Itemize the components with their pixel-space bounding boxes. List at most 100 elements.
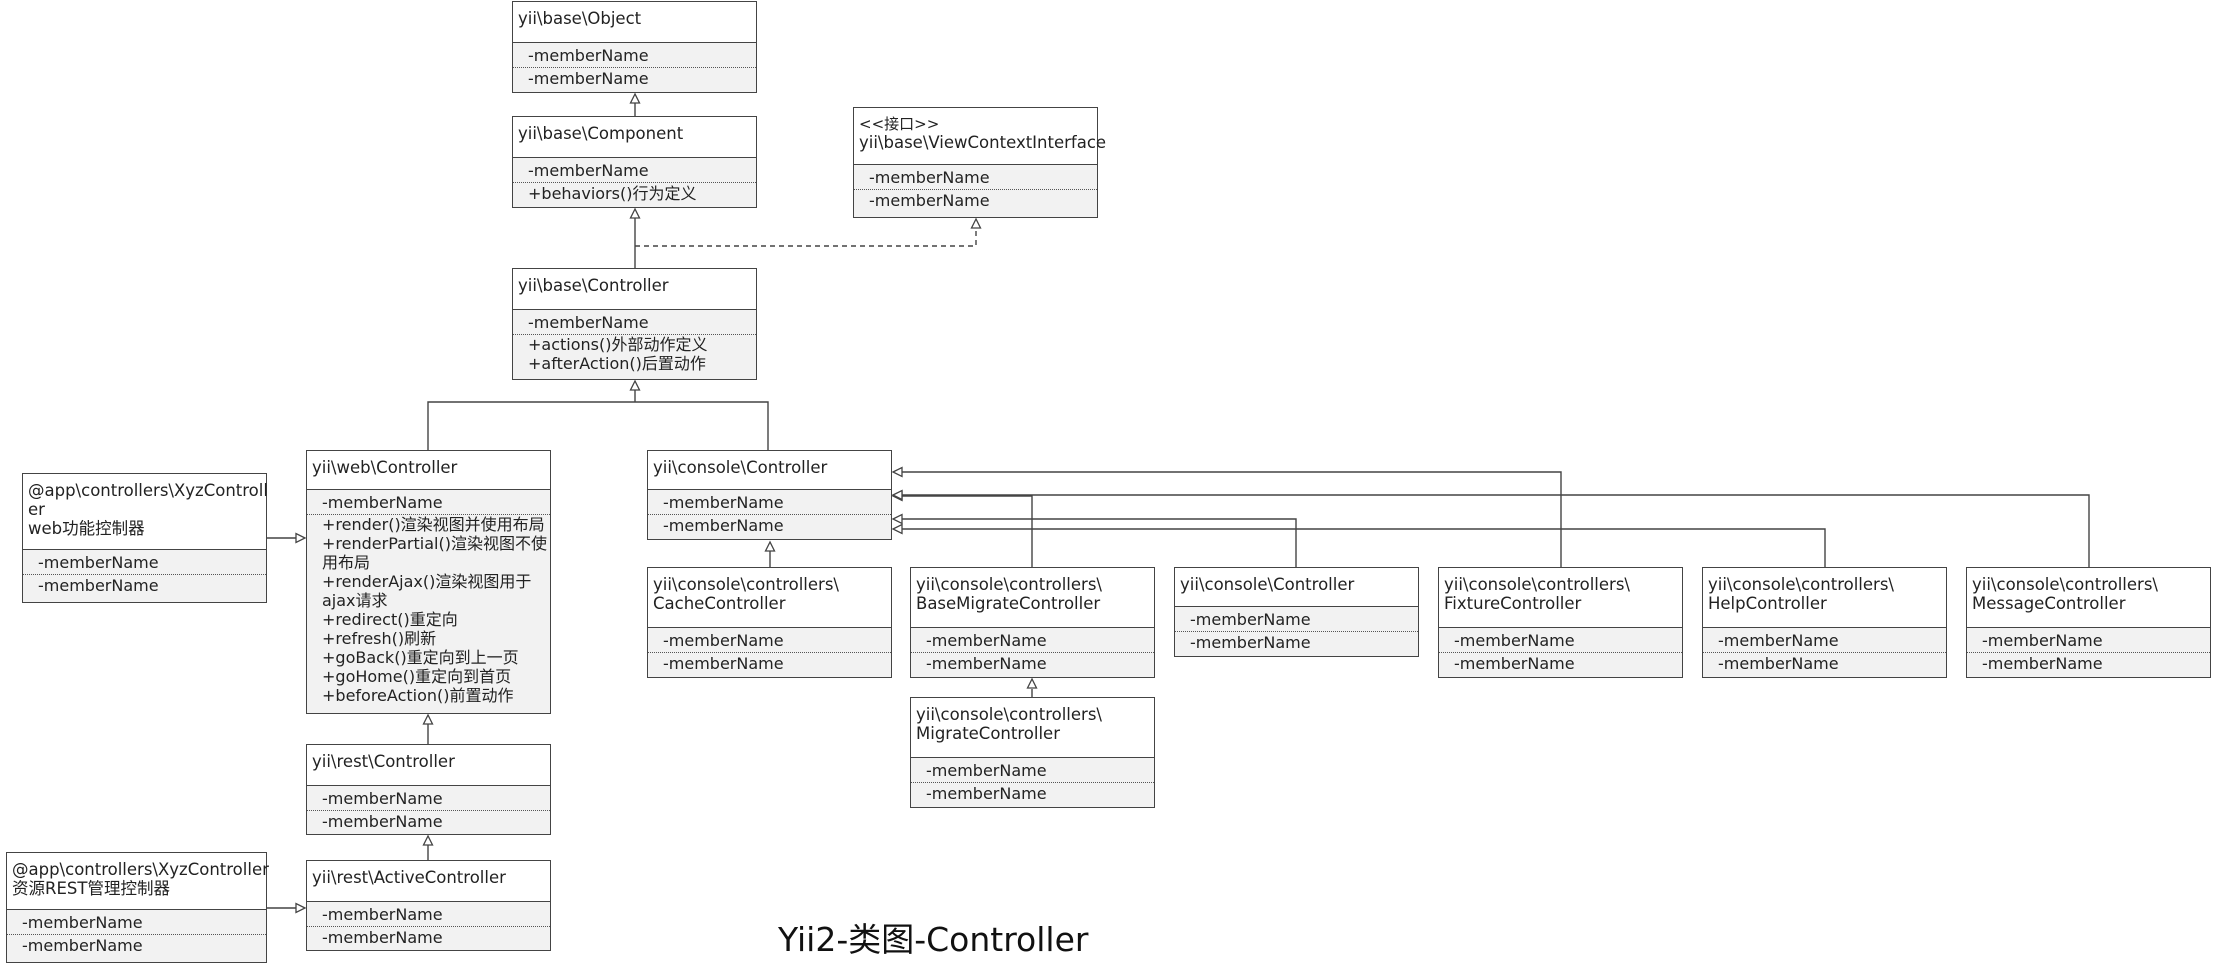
class-name: yii\console\Controller [653,458,828,477]
class-member: -memberName [1439,630,1682,653]
class-header: yii\console\controllers\ HelpController [1703,568,1946,613]
class-header: @app\controllers\XyzController 资源REST管理控… [7,853,269,898]
class-box-base-migrate-controller[interactable]: yii\console\controllers\ BaseMigrateCont… [910,567,1155,678]
class-members: -memberName-memberName [7,909,266,962]
class-member: -memberName [648,492,891,515]
class-box-rest-controller[interactable]: yii\rest\Controller -memberName-memberNam… [306,744,551,835]
class-box-message-controller[interactable]: yii\console\controllers\ MessageControll… [1966,567,2211,678]
class-member: -memberName [7,912,266,935]
class-members: -memberName+render()渲染视图并使用布局+renderPart… [307,489,550,713]
class-member: -memberName [513,45,756,68]
class-box-app-rest-controller[interactable]: @app\controllers\XyzController 资源REST管理控… [6,852,269,963]
class-member: -memberName [1454,654,1575,673]
class-box-console-controller[interactable]: yii\console\Controller -memberName-member… [647,450,892,540]
class-member: -memberName [926,784,1047,803]
class-header: yii\base\Controller [513,269,756,295]
class-member: -memberName [38,576,159,595]
class-name: yii\console\controllers\ MessageControll… [1972,575,2158,613]
class-header: yii\console\controllers\ BaseMigrateCont… [911,568,1154,613]
class-member: +actions()外部动作定义 [528,335,708,354]
class-name: yii\console\Controller [1180,575,1355,594]
class-members: -memberName+behaviors()行为定义 [513,157,756,207]
class-box-console-controller-2[interactable]: yii\console\Controller -memberName-member… [1174,567,1419,657]
class-box-web-controller[interactable]: yii\web\Controller -memberName+render()渲染… [306,450,551,714]
class-header: yii\console\controllers\ MessageControll… [1967,568,2210,613]
inherit-arrow-console-from-cache [764,540,776,552]
class-member: +redirect()重定向 [322,610,458,629]
class-box-rest-active-controller[interactable]: yii\rest\ActiveController -memberName-mem… [306,860,551,951]
inherit-arrow-console-from-help [891,523,903,535]
class-box-base-object[interactable]: yii\base\Object -memberName-memberName [512,1,757,93]
class-header: yii\base\Component [513,117,756,143]
class-header: yii\rest\ActiveController [307,861,550,887]
inherit-arrow-rest-controller [422,834,434,846]
class-member: -memberName [854,167,1097,190]
class-member: -memberName [1703,630,1946,653]
class-box-base-component[interactable]: yii\base\Component -memberName+behaviors(… [512,116,757,208]
class-member: -memberName [663,516,784,535]
class-members: -memberName-memberName [307,785,550,834]
class-name: yii\console\controllers\ CacheController [653,575,839,613]
class-members: -memberName-memberName [307,901,550,950]
class-member: +afterAction()后置动作 [528,354,706,373]
class-header: yii\console\controllers\ MigrateControll… [911,698,1154,743]
class-header: yii\console\Controller [1175,568,1418,594]
class-member: +goHome()重定向到首页 [322,667,512,686]
inherit-arrow-base-controller [629,379,641,391]
class-members: -memberName-memberName [911,757,1154,807]
inherit-arrow-web-controller [295,532,307,544]
class-box-app-web-controller[interactable]: @app\controllers\XyzControll er web功能控制器… [22,473,268,603]
class-name: yii\base\Object [518,9,642,28]
class-member: -memberName [869,191,990,210]
class-box-view-context-interface[interactable]: <<接口>>yii\base\ViewContextInterface-memb… [853,107,1106,218]
inherit-arrow-component [629,207,641,219]
inherit-line-help-console [902,528,1826,567]
inherit-arrow-console-from-fixture [891,466,903,478]
class-member: +renderAjax()渲染视图用于 ajax请求 [322,572,532,610]
diagram-title: Yii2-类图-Controller [778,920,1089,959]
class-member: +behaviors()行为定义 [528,184,697,203]
class-name: yii\console\controllers\ HelpController [1708,575,1894,613]
inherit-arrow-active-controller [295,902,307,914]
class-member: -memberName [1175,609,1418,632]
class-member: +beforeAction()前置动作 [322,686,514,705]
class-box-migrate-controller[interactable]: yii\console\controllers\ MigrateControll… [910,697,1155,808]
class-member: -memberName [1967,630,2210,653]
inherit-arrow-basemigrate [1026,677,1038,689]
class-header: yii\rest\Controller [307,745,550,771]
class-members: -memberName-memberName [1967,627,2210,677]
class-name: yii\web\Controller [312,458,458,477]
class-member: -memberName [22,936,143,955]
realize-arrow-viewcontext [970,217,982,229]
inherit-arrow-console-from-message [891,489,903,501]
class-box-fixture-controller[interactable]: yii\console\controllers\ FixtureControll… [1438,567,1683,678]
class-name: yii\base\ViewContextInterface [859,133,1107,152]
class-name: yii\rest\Controller [312,752,455,771]
class-members: -memberName+actions()外部动作定义+afterAction(… [513,309,756,379]
class-member: -memberName [513,312,756,335]
class-member: -memberName [926,654,1047,673]
class-name: yii\rest\ActiveController [312,868,506,887]
class-member: -memberName [1982,654,2103,673]
class-box-help-controller[interactable]: yii\console\controllers\ HelpController -… [1702,567,1947,678]
class-header: @app\controllers\XyzControll er web功能控制器 [23,474,268,538]
class-member: -memberName [1190,633,1311,652]
inherit-arrow-web-from-rest [422,713,434,725]
class-header: yii\web\Controller [307,451,550,477]
class-members: -memberName-memberName [911,627,1154,677]
class-member: -memberName [322,812,443,831]
inherit-line-message-console [902,494,2090,567]
class-members: -memberName-memberName [854,164,1097,217]
class-name: yii\console\controllers\ FixtureControll… [1444,575,1630,613]
class-member: -memberName [1718,654,1839,673]
class-box-base-controller[interactable]: yii\base\Controller -memberName+actions()… [512,268,757,380]
class-member: -memberName [911,630,1154,653]
inherit-arrow-object [629,92,641,104]
inherit-line-basemigrate-console [902,495,1033,567]
inherit-line-console2-console [902,518,1297,567]
class-box-cache-controller[interactable]: yii\console\controllers\ CacheController… [647,567,892,678]
class-members: -memberName-memberName [513,42,756,92]
class-members: -memberName-memberName [648,627,891,677]
inherit-arrow-console-from-console2 [891,513,903,525]
